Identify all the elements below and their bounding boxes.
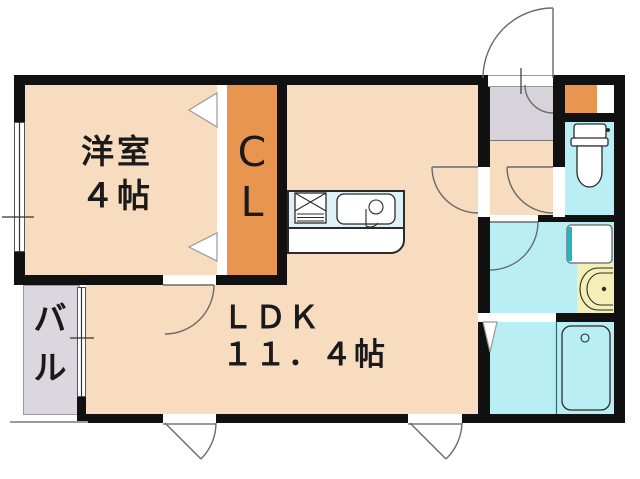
- room-ldk-lower: [86, 285, 287, 414]
- label-ldk: ＬＤＫ １１．４帖: [222, 300, 452, 374]
- wall-segment: [14, 85, 25, 122]
- room-closet: [227, 85, 277, 275]
- wall-segment: [14, 75, 488, 85]
- wall-segment: [277, 85, 287, 275]
- label-balcony: バ ル: [26, 294, 74, 392]
- wall-segment: [538, 215, 614, 222]
- folding-door-icon: [187, 232, 218, 262]
- label-balcony-char1: バ: [33, 299, 67, 338]
- label-closet-c: C: [237, 128, 267, 176]
- building-outline: [10, 421, 88, 423]
- balcony: [23, 285, 80, 415]
- entrance-inner-swing: [524, 84, 554, 114]
- ldk-door-opening: [478, 167, 490, 217]
- terrace-door-swing-2: [445, 422, 463, 460]
- western-door-opening: [163, 275, 216, 285]
- label-western-room-name: 洋室: [81, 132, 153, 171]
- label-balcony-char2: ル: [33, 348, 67, 387]
- label-ldk-size: １１．４帖: [222, 337, 387, 373]
- wall-segment: [478, 322, 490, 414]
- bathtub-icon: [555, 322, 611, 414]
- terrace-door-opening-2: [408, 414, 462, 425]
- washbasin-icon: [579, 267, 613, 311]
- label-western-room: 洋室 ４帖: [38, 130, 196, 218]
- toilet-icon: [570, 123, 610, 188]
- wall-segment: [216, 414, 408, 423]
- stove-icon: [294, 192, 327, 224]
- folding-door-icon: [187, 91, 218, 129]
- washing-machine-icon: [566, 224, 613, 264]
- kitchen-sink-icon: [336, 193, 396, 228]
- wall-segment: [556, 313, 614, 322]
- label-western-room-size: ４帖: [81, 176, 153, 215]
- entrance-door-swing: [482, 7, 554, 79]
- closet-opening: [217, 85, 227, 275]
- wall-segment: [478, 85, 490, 167]
- wall-segment: [14, 252, 25, 285]
- wall-segment: [77, 414, 163, 423]
- wall-segment: [553, 85, 565, 167]
- label-ldk-name: ＬＤＫ: [222, 300, 321, 336]
- room-western: [25, 85, 217, 275]
- wall-segment: [553, 113, 614, 122]
- washroom-door-opening: [490, 215, 538, 222]
- entrance-hall: [490, 85, 553, 140]
- ldk-door-swing: [431, 166, 479, 214]
- terrace-door-opening: [163, 414, 216, 425]
- western-door-swing: [164, 284, 215, 335]
- toilet-door-opening: [553, 167, 565, 217]
- wall-segment: [478, 217, 490, 313]
- label-closet: C L: [225, 127, 279, 227]
- label-closet-l: L: [240, 178, 264, 226]
- bath-door-opening: [490, 313, 556, 322]
- wall-segment: [14, 275, 163, 285]
- terrace-door-swing: [200, 422, 217, 460]
- hallway: [490, 140, 553, 217]
- terrace-door-icon: [164, 422, 202, 460]
- wall-segment: [77, 395, 86, 423]
- entrance-step-line: [490, 140, 553, 141]
- wall-segment: [462, 414, 614, 423]
- wall-segment: [216, 275, 287, 285]
- wall-segment: [553, 75, 625, 85]
- wall-segment: [614, 85, 625, 423]
- toilet-door-swing: [506, 166, 554, 214]
- washroom-door-swing: [489, 221, 539, 271]
- shoe-cabinet: [565, 85, 597, 113]
- terrace-door-icon-2: [409, 422, 447, 460]
- bath-folding-door-icon: [482, 321, 498, 353]
